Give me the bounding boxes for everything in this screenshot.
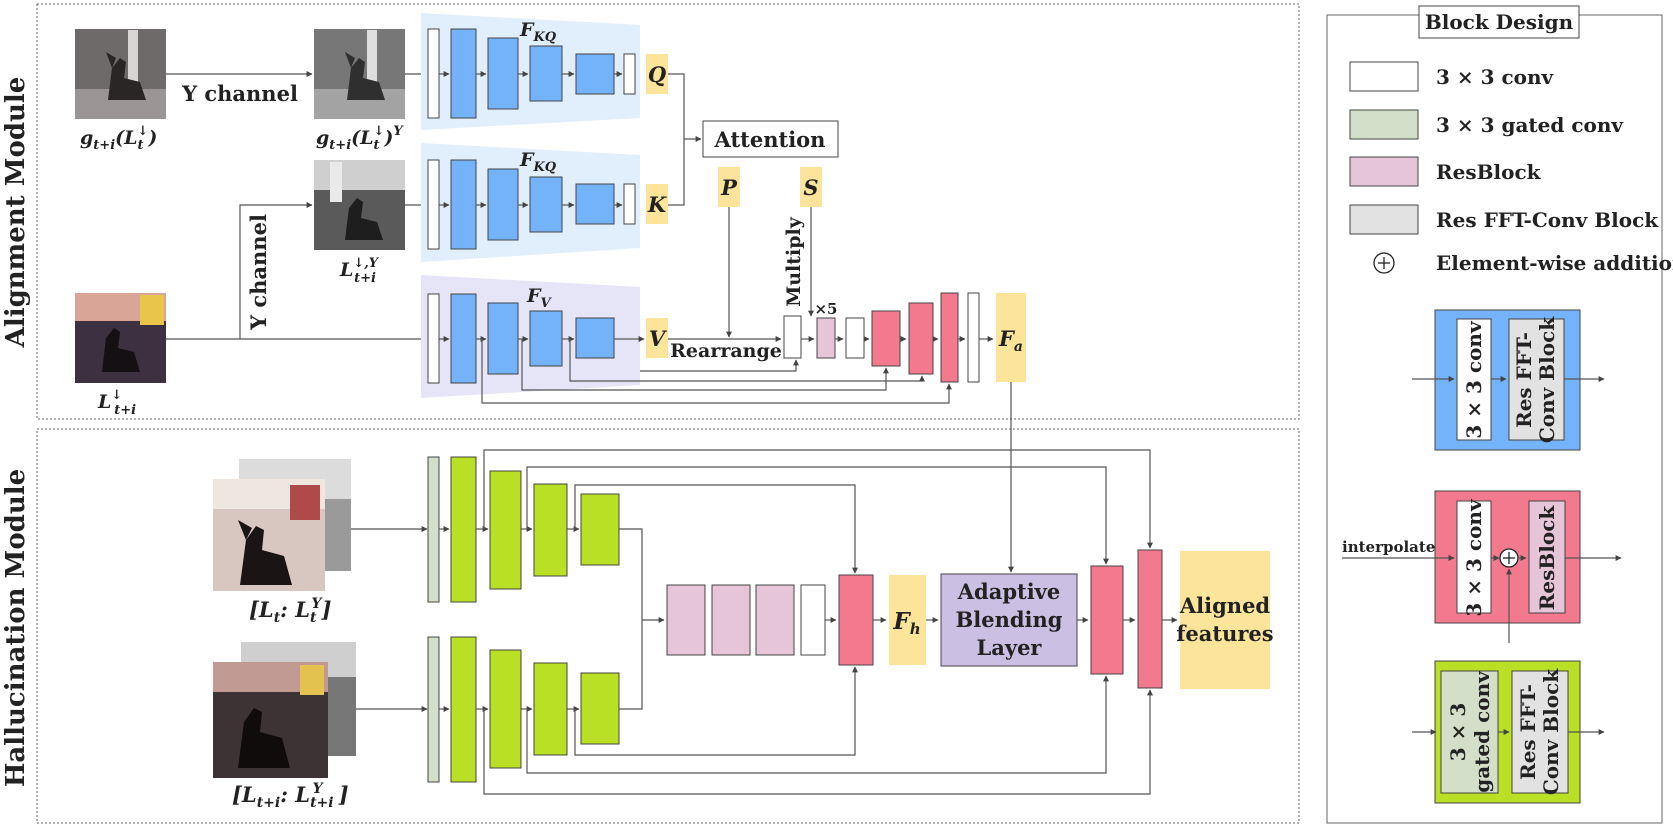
green-fft-label-1: Res FFT- (1516, 684, 1540, 780)
encoder-v (427, 293, 645, 384)
caption-hall-top: [Lt: LtY] (249, 596, 331, 626)
image-g-y (314, 29, 405, 119)
blue-conv-label: 3 × 3 conv (1462, 320, 1486, 439)
legend-label-fft: Res FFT-Conv Block (1436, 208, 1659, 232)
svg-text:L↓,Yt+i: L↓,Yt+i (339, 256, 380, 286)
caption-g-input: gt+i(Lt↓) (80, 124, 157, 153)
hall-upsample-1 (838, 574, 874, 666)
conv-block-a2 (967, 292, 980, 383)
svg-text:gt+i(Lt↓)Y: gt+i(Lt↓)Y (316, 124, 404, 153)
legend-label-gated: 3 × 3 gated conv (1436, 113, 1624, 137)
legend-label-resblock: ResBlock (1436, 160, 1542, 184)
resblock-x5 (816, 317, 836, 359)
alignment-panel (36, 3, 1300, 420)
legend-swatch-resblock (1349, 156, 1419, 187)
times5-label: ×5 (814, 300, 837, 318)
legend: 3 × 3 conv 3 × 3 gated conv ResBlock Res… (1349, 61, 1673, 275)
abl-line-2: Blending (956, 607, 1063, 632)
s-symbol: S (803, 175, 818, 200)
hall-upsample-2 (1090, 565, 1124, 675)
blue-fft-label-2: Conv Block (1535, 316, 1559, 443)
v-symbol: V (649, 326, 668, 351)
interpolate-label: interpolate (1342, 538, 1435, 556)
upsample-block-a3 (940, 292, 959, 383)
aligned-features-line-2: features (1176, 621, 1273, 646)
abl-line-1: Adaptive (957, 579, 1061, 604)
svg-text:[Lt: LtY]: [Lt: LtY] (249, 596, 331, 626)
block-design-green: 3 × 3 gated conv Res FFT- Conv Block (1412, 660, 1605, 804)
y-channel-label-vertical: Y channel (246, 214, 271, 331)
p-symbol: P (720, 175, 738, 200)
abl-line-3: Layer (977, 635, 1043, 660)
green-gated-label-2: gated conv (1470, 670, 1494, 793)
block-design-title: Block Design (1425, 10, 1574, 34)
encoder-q (427, 28, 636, 119)
caption-hall-bottom: [Lt+i: Lt+iY] (232, 781, 349, 811)
green-fft-label-2: Conv Block (1539, 668, 1563, 795)
k-symbol: K (647, 192, 667, 217)
aligned-features-box (1180, 551, 1270, 689)
green-gated-label-1: 3 × 3 (1446, 703, 1470, 762)
multiply-label: Multiply (783, 216, 805, 307)
hall-encoder-top (427, 456, 620, 603)
hall-resblocks (666, 584, 826, 656)
blue-fft-label-1: Res FFT- (1512, 332, 1536, 428)
encoder-k (427, 159, 636, 250)
hall-encoder-bottom (427, 636, 620, 783)
hall-upsample-3 (1137, 549, 1163, 689)
block-design-pink: interpolate 3 × 3 conv ResBlock (1342, 490, 1622, 643)
q-tag (646, 54, 668, 94)
image-hall-bottom (213, 642, 356, 778)
plus-circle-icon (1373, 252, 1395, 274)
pink-conv-label: 3 × 3 conv (1462, 498, 1486, 617)
legend-swatch-conv (1349, 61, 1419, 92)
s-tag (800, 167, 822, 207)
hallucination-module-title: Hallucination Module (1, 469, 31, 787)
adaptive-blending-layer (940, 573, 1078, 667)
upsample-block-a1 (871, 310, 901, 367)
caption-l-input: L↓t+i (97, 388, 136, 418)
conv-block-a1 (845, 317, 865, 359)
block-design-blue: 3 × 3 conv Res FFT- Conv Block (1412, 309, 1605, 451)
fa-tag (996, 293, 1026, 382)
multiply-conv-block (783, 315, 802, 359)
svg-text:[Lt+i: Lt+iY]: [Lt+i: Lt+iY] (232, 781, 349, 811)
svg-text:L↓t+i: L↓t+i (97, 388, 136, 418)
image-l-y (314, 160, 405, 250)
block-design-title-box (1418, 5, 1580, 39)
pink-resblock-label: ResBlock (1535, 505, 1559, 611)
legend-label-conv: 3 × 3 conv (1436, 65, 1555, 89)
caption-g-y: gt+i(Lt↓)Y (316, 124, 404, 153)
image-g-input (75, 29, 166, 119)
aligned-features-line-1: Aligned (1179, 593, 1271, 618)
legend-label-addition: Element-wise addition (1436, 251, 1673, 275)
k-tag (646, 184, 668, 224)
fh-tag (889, 575, 926, 665)
q-symbol: Q (648, 62, 666, 87)
rearrange-label: Rearrange (670, 340, 782, 362)
legend-swatch-fft (1349, 204, 1419, 235)
image-l-input (75, 293, 166, 383)
svg-text:gt+i(Lt↓): gt+i(Lt↓) (80, 124, 157, 153)
alignment-module-title: Alignment Module (1, 77, 31, 349)
upsample-block-a2 (908, 302, 934, 375)
attention-label: Attention (714, 127, 826, 152)
y-channel-label-top: Y channel (181, 81, 298, 106)
image-hall-top (213, 459, 351, 591)
v-tag (646, 318, 668, 358)
attention-box (702, 120, 839, 158)
legend-swatch-gated (1349, 109, 1419, 140)
p-tag (718, 167, 740, 207)
plus-circle-icon (1499, 548, 1519, 568)
